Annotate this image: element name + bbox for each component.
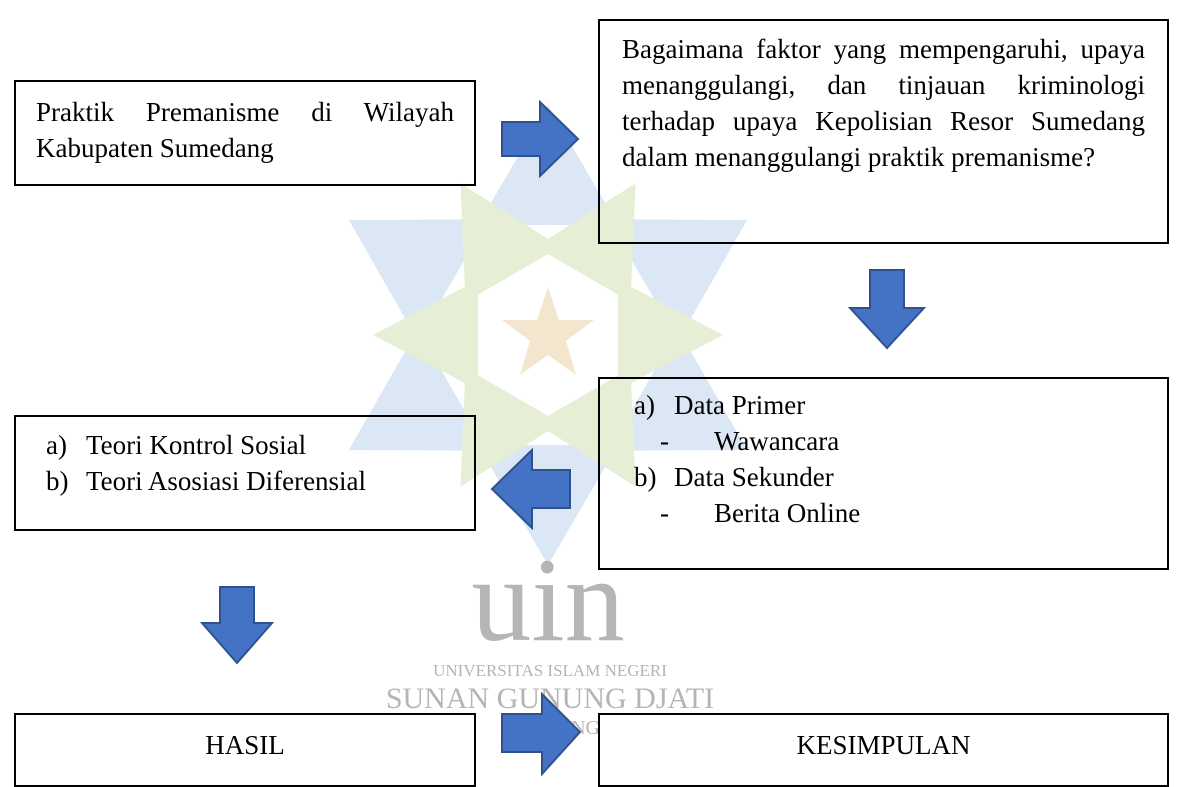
arrow-down-icon: [848, 269, 926, 350]
topic-box: Praktik Premanisme di Wilayah Kabupaten …: [14, 80, 476, 186]
data-marker: a): [634, 390, 655, 420]
data-subitem: - Berita Online: [634, 495, 1167, 531]
data-label: Data Sekunder: [674, 462, 834, 492]
research-question-text: Bagaimana faktor yang mempengaruhi, upay…: [622, 34, 1145, 172]
theory-item: b) Teori Asosiasi Diferensial: [46, 463, 474, 499]
data-item: b) Data Sekunder: [634, 459, 1167, 495]
subitem-marker: -: [660, 426, 669, 456]
arrow-right-icon: [501, 692, 582, 776]
theory-label: Teori Kontrol Sosial: [86, 430, 307, 460]
theory-box: a) Teori Kontrol Sosial b) Teori Asosias…: [14, 415, 476, 531]
theory-marker: b): [46, 466, 69, 496]
research-question-box: Bagaimana faktor yang mempengaruhi, upay…: [598, 19, 1169, 244]
topic-text: Praktik Premanisme di Wilayah Kabupaten …: [36, 97, 454, 163]
subitem-label: Berita Online: [714, 498, 861, 528]
subitem-marker: -: [660, 498, 669, 528]
theory-marker: a): [46, 430, 67, 460]
conclusion-label: KESIMPULAN: [796, 730, 971, 760]
result-label: HASIL: [205, 730, 285, 760]
data-label: Data Primer: [674, 390, 806, 420]
arrow-down-icon: [200, 586, 274, 665]
theory-item: a) Teori Kontrol Sosial: [46, 427, 474, 463]
data-subitem: - Wawancara: [634, 423, 1167, 459]
data-marker: b): [634, 462, 657, 492]
watermark-line-1: UNIVERSITAS ISLAM NEGERI: [433, 661, 667, 680]
arrow-right-icon: [501, 100, 580, 178]
result-box: HASIL: [14, 713, 476, 787]
data-source-box: a) Data Primer - Wawancara b) Data Sekun…: [598, 377, 1169, 570]
data-item: a) Data Primer: [634, 387, 1167, 423]
arrow-left-icon: [490, 448, 571, 530]
subitem-label: Wawancara: [714, 426, 840, 456]
theory-label: Teori Asosiasi Diferensial: [86, 466, 367, 496]
